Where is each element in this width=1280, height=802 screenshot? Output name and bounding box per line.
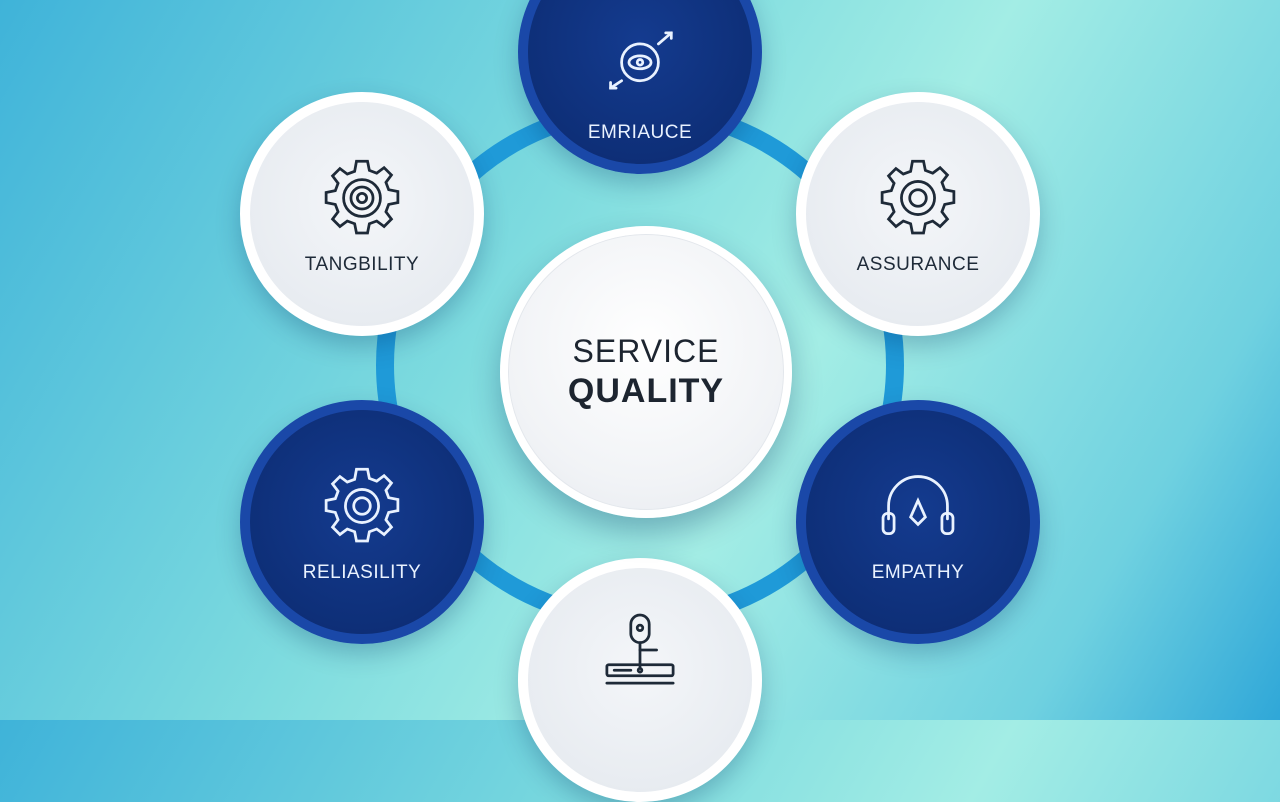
center-hub: SERVICE QUALITY bbox=[500, 226, 792, 518]
node-assurance-label: ASSURANCE bbox=[856, 254, 980, 275]
node-empathy-label: EMPATHY bbox=[871, 562, 965, 583]
gear-icon bbox=[324, 467, 400, 543]
node-reliability: RELIASILITY bbox=[240, 400, 484, 644]
node-tangibility-label: TANGBILITY bbox=[304, 254, 420, 275]
node-tangibility: TANGBILITY bbox=[240, 92, 484, 336]
center-title-line2: QUALITY bbox=[567, 372, 725, 410]
node-bottom bbox=[518, 558, 762, 802]
gear-icon bbox=[880, 159, 956, 235]
service-quality-diagram: EMRIAUCE TANGBILITY ASSURANCE bbox=[240, 0, 1040, 802]
node-reliability-label: RELIASILITY bbox=[302, 562, 422, 583]
center-title-line1: SERVICE bbox=[572, 333, 720, 369]
headphones-icon bbox=[881, 475, 955, 535]
eye-target-icon bbox=[609, 31, 673, 90]
node-assurance: ASSURANCE bbox=[796, 92, 1040, 336]
node-empathy: EMPATHY bbox=[796, 400, 1040, 644]
node-top-label: EMRIAUCE bbox=[587, 122, 693, 143]
microphone-desk-icon bbox=[605, 613, 675, 685]
gear-icon bbox=[324, 159, 400, 235]
